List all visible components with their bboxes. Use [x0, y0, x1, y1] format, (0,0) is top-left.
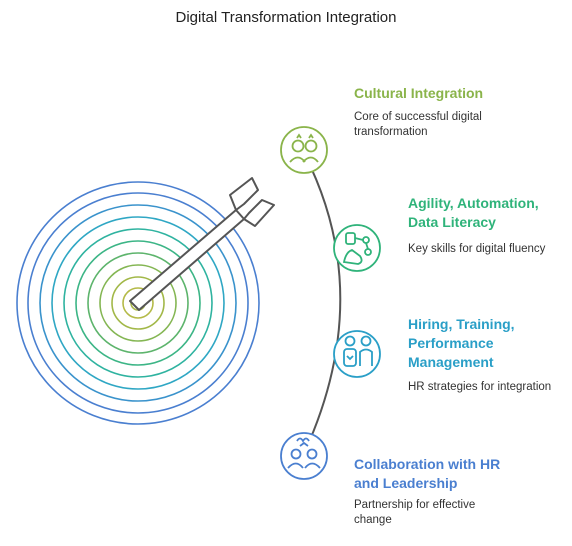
item-title-hiring-training: Hiring, Training, Performance Management: [408, 316, 515, 370]
hand-data-nodes-icon: [333, 224, 381, 272]
hr-team-icon: [333, 330, 381, 378]
item-description-hiring-training: HR strategies for integration: [408, 381, 552, 393]
item-description-agility-automation: Key skills for digital fluency: [408, 243, 546, 255]
connector-arc: [299, 154, 342, 463]
item-title-cultural-integration: Cultural Integration: [354, 85, 484, 101]
item-title-agility-automation: Agility, Automation, Data Literacy: [408, 195, 539, 230]
arrow-icon: [129, 177, 275, 311]
item-title-collaboration: Collaboration with HR and Leadership: [354, 456, 501, 491]
diagram-title: Digital Transformation Integration: [175, 9, 397, 26]
item-description-collaboration: Partnership for effective change: [354, 499, 476, 526]
item-description-cultural-integration: Core of successful digital transformatio…: [354, 111, 482, 138]
people-heads-icon: [280, 126, 328, 174]
collaboration-icon: [280, 432, 328, 480]
